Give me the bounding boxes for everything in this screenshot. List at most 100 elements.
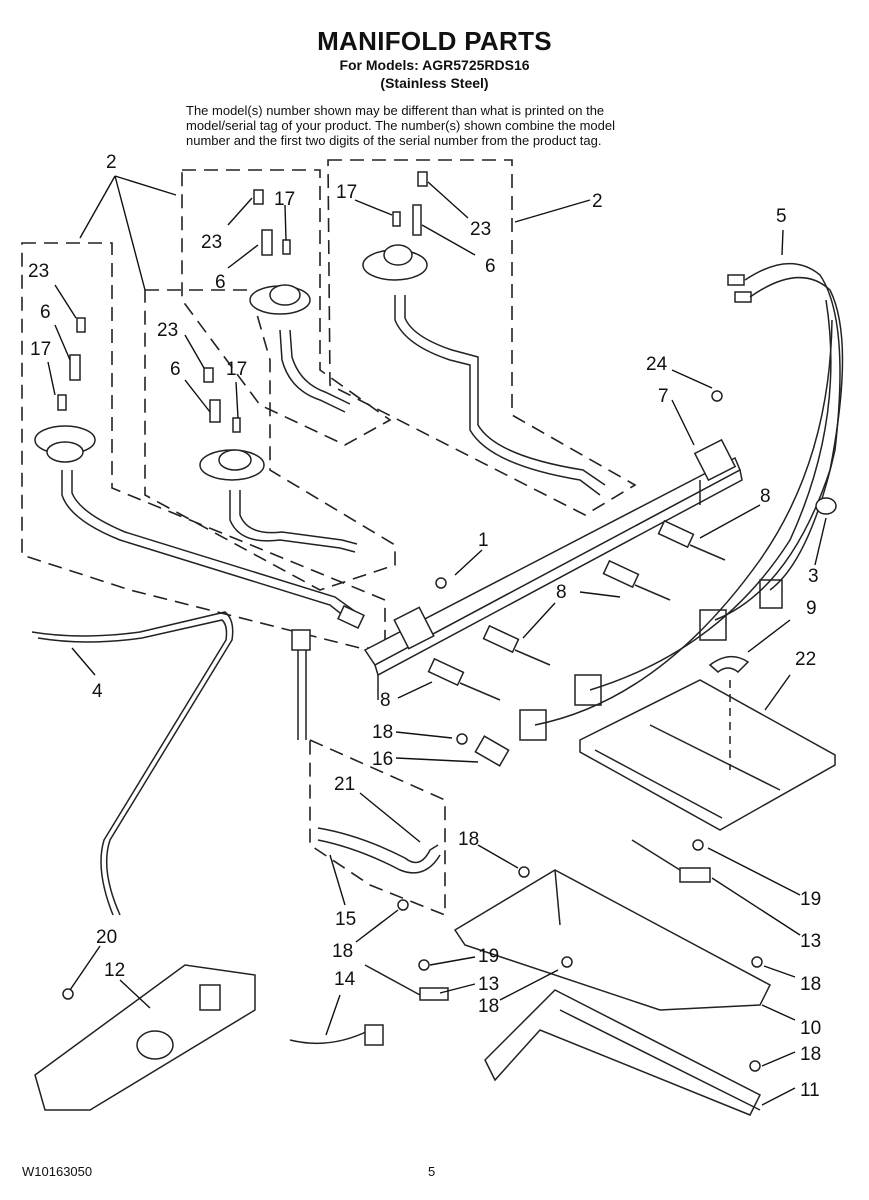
callout-21: 21 (334, 774, 355, 795)
callout-19-a: 19 (478, 946, 499, 967)
bracket-16-part (474, 735, 510, 767)
gas-tube-edge (37, 619, 228, 916)
group-outline-fourth (327, 159, 637, 516)
callout-11: 11 (800, 1080, 820, 1101)
callout-17-c: 17 (274, 189, 295, 210)
valve-4 (427, 657, 501, 701)
screw-1-part (435, 577, 447, 589)
screw-19-part-a (418, 959, 430, 971)
callout-10: 10 (800, 1018, 821, 1039)
callout-16: 16 (372, 749, 393, 770)
broil-burner (484, 989, 762, 1116)
callout-8-c: 8 (380, 690, 391, 711)
group-outline-elbow (309, 738, 446, 917)
callout-13-a: 13 (478, 974, 499, 995)
callout-17-a: 17 (30, 339, 51, 360)
screw-18-part-a (456, 733, 468, 745)
group-outlines (21, 159, 637, 917)
screws (62, 390, 763, 1072)
callout-5: 5 (776, 206, 787, 227)
flex-hose (289, 1028, 373, 1045)
burner-shield (579, 679, 836, 831)
callout-18-e: 18 (800, 974, 821, 995)
callout-17-b: 17 (226, 359, 247, 380)
callout-2-right: 2 (592, 191, 603, 212)
gas-tube (31, 611, 234, 916)
screw-18-part-c (397, 899, 409, 911)
burner-assembly-fourth (362, 171, 606, 496)
callout-14: 14 (334, 969, 356, 990)
callout-1: 1 (478, 530, 489, 551)
callout-17-d: 17 (336, 182, 357, 203)
callout-23-d: 23 (470, 219, 491, 240)
callout-23-b: 23 (157, 320, 178, 341)
valve-1 (657, 519, 726, 561)
burner-assembly-second (199, 367, 358, 553)
document-number: W10163050 (22, 1164, 93, 1179)
screw-19-part-b (692, 839, 704, 851)
group-outline-third (181, 169, 392, 446)
screw-18-part-f (749, 1060, 761, 1072)
elbow-pipe (317, 827, 439, 864)
callout-13-b: 13 (800, 931, 821, 952)
group-outline-second (144, 289, 396, 591)
callout-22: 22 (795, 649, 816, 670)
knob-part (815, 497, 837, 515)
screw-24-part (711, 390, 723, 402)
callout-labels: 2 2 23 23 23 23 6 6 6 6 17 17 17 17 5 24… (28, 152, 821, 1101)
screw-18-part-d (561, 956, 573, 968)
callout-18-c: 18 (332, 941, 353, 962)
callout-6-c: 6 (215, 272, 226, 293)
callout-7: 7 (658, 386, 669, 407)
callout-6-a: 6 (40, 302, 51, 323)
model-note: The model(s) number shown may be differe… (186, 103, 706, 148)
regulator-assembly (34, 964, 256, 1111)
screw-18-part-b (518, 866, 530, 878)
callout-20: 20 (96, 927, 117, 948)
wire-harness (534, 263, 844, 726)
valve-3 (482, 624, 551, 666)
bake-burner (453, 869, 771, 1011)
callout-23-c: 23 (201, 232, 222, 253)
callout-12: 12 (104, 960, 125, 981)
valve-2 (602, 559, 671, 601)
group-outline-left (21, 242, 386, 649)
page-title: MANIFOLD PARTS (317, 26, 552, 56)
callout-9: 9 (806, 598, 817, 619)
igniter-upper (631, 839, 711, 883)
callout-24: 24 (646, 354, 668, 375)
burner-assembly-third (249, 189, 351, 413)
callout-18-b: 18 (458, 829, 479, 850)
callout-19-b: 19 (800, 889, 821, 910)
elbow-pipe-edge (317, 839, 441, 874)
callout-23-a: 23 (28, 261, 49, 282)
callout-8-b: 8 (556, 582, 567, 603)
callout-8-a: 8 (760, 486, 771, 507)
models-line: For Models: AGR5725RDS16 (339, 57, 530, 73)
igniter-lower (364, 964, 449, 1001)
leader-lines (47, 175, 827, 1106)
callout-2-left: 2 (106, 152, 117, 173)
note-line-2: model/serial tag of your product. The nu… (186, 118, 615, 133)
callout-15: 15 (335, 909, 356, 930)
callout-18-d: 18 (478, 996, 499, 1017)
switch-brackets (519, 579, 783, 741)
burner-assembly-left (34, 317, 365, 629)
screw-20-part (62, 988, 74, 1000)
finish-line: (Stainless Steel) (380, 75, 489, 91)
callout-18-a: 18 (372, 722, 393, 743)
callout-6-b: 6 (170, 359, 181, 380)
clip-part (708, 656, 750, 674)
hose-fitting (364, 1024, 384, 1046)
callout-4: 4 (92, 681, 103, 702)
fitting (291, 629, 311, 651)
callout-6-d: 6 (485, 256, 496, 277)
screw-18-part-e (751, 956, 763, 968)
note-line-1: The model(s) number shown may be differe… (186, 103, 605, 118)
manifold-pipe (363, 438, 743, 700)
note-line-3: number and the first two digits of the s… (186, 133, 602, 148)
valve-set (427, 519, 726, 701)
page-number: 5 (428, 1164, 436, 1179)
callout-18-f: 18 (800, 1044, 821, 1065)
